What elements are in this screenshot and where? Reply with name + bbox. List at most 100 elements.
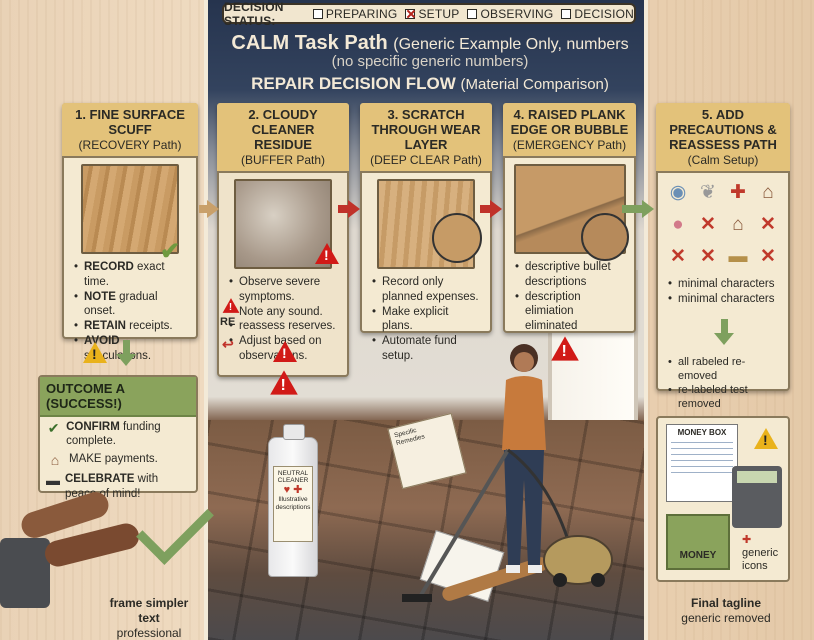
generic-icons-label: ✚ generic icons xyxy=(742,534,779,573)
status-option-preparing[interactable]: PREPARING xyxy=(312,6,398,21)
status-label: DECISION STATUS: xyxy=(224,0,284,28)
warning-icon xyxy=(551,336,579,361)
x-icon: ✕ xyxy=(760,214,776,236)
warning-icon xyxy=(270,370,298,395)
footer-line: professional educational xyxy=(116,626,182,640)
outcome-card: OUTCOME A (SUCCESS!) ✔ CONFIRM funding c… xyxy=(38,375,198,500)
status-option-decision[interactable]: DECISION xyxy=(561,7,634,21)
status-option-label: OBSERVING xyxy=(480,6,554,21)
return-arrow-icon: ↩ xyxy=(222,336,234,352)
x-icon: ✕ xyxy=(700,246,716,268)
x-icon: ✕ xyxy=(670,246,686,268)
money-box-icon: MONEY xyxy=(666,514,730,570)
sleeve xyxy=(0,538,50,608)
step-path: (Calm Setup) xyxy=(687,152,759,167)
calculator-icon xyxy=(732,466,782,528)
checkbox-icon xyxy=(561,8,572,19)
bullet-item: Automate fund setup. xyxy=(372,334,482,363)
piggy-bank-icon: ● xyxy=(672,214,684,236)
status-option-observing[interactable]: OBSERVING xyxy=(467,7,553,21)
magnifier-icon xyxy=(432,213,482,263)
warning-icon xyxy=(222,298,240,313)
step-bullets: minimal characters minimal characters xyxy=(658,269,788,306)
flow-arrow-icon xyxy=(199,200,219,218)
money-box-label: MONEY xyxy=(679,550,717,561)
page-title-block: CALM Task Path (Generic Example Only, nu… xyxy=(218,32,642,93)
sheet-title: MONEY BOX xyxy=(677,428,727,437)
house-icon: ⌂ xyxy=(732,214,744,236)
step-title: 5. ADD PRECAUTIONS & REASSESS PATH xyxy=(669,107,777,152)
down-arrow-icon xyxy=(116,340,136,366)
step-bullets: Record only planned expenses. Make expli… xyxy=(362,269,490,363)
outcome-row: ✔ CONFIRM funding complete. xyxy=(47,420,161,448)
step-card-4: 4. RAISED PLANK EDGE OR BUBBLE (EMERGENC… xyxy=(503,103,636,333)
heart-icon: ♥ ✚ xyxy=(283,484,303,497)
flow-arrow-icon xyxy=(338,200,360,218)
precaution-icon-grid: ◉ ❦ ✚ ⌂ ● ✕ ⌂ ✕ ✕ ✕ ▬ ✕ xyxy=(658,173,788,269)
magnifier-icon xyxy=(581,213,629,261)
money-box-sheet: MONEY BOX xyxy=(666,424,738,502)
status-option-setup[interactable]: SETUP xyxy=(405,7,459,21)
caution-icon xyxy=(754,428,778,449)
step-card-1: 1. FINE SURFACE SCUFF (RECOVERY Path) ✔ … xyxy=(62,103,198,362)
bottle-cap xyxy=(283,424,305,440)
mask-icon: ◉ xyxy=(669,182,687,204)
bullet-item: reassess reserves. xyxy=(229,319,339,334)
bullet-item: Note any sound. xyxy=(229,305,339,320)
step-bullets-2: all rabeled re-emoved re-labeled test re… xyxy=(658,349,788,411)
warning-icon xyxy=(315,243,339,264)
step-card-5: 5. ADD PRECAUTIONS & REASSESS PATH (Calm… xyxy=(656,103,790,410)
footer-line: frame simpler text xyxy=(109,596,189,625)
car-icon: ▬ xyxy=(728,246,748,268)
outcome-title: OUTCOME A (SUCCESS!) xyxy=(40,377,196,417)
step-path: (EMERGENCY Path) xyxy=(512,137,627,152)
step-path: (BUFFER Path) xyxy=(240,152,325,167)
subtitle-note: (Material Comparison) xyxy=(460,75,609,93)
status-option-label: SETUP xyxy=(418,6,460,21)
step-title: 4. RAISED PLANK EDGE OR BUBBLE xyxy=(510,107,629,137)
footer-line: generic removed xyxy=(681,611,771,625)
page-title: CALM Task Path xyxy=(231,32,388,54)
scuff-photo xyxy=(81,164,179,255)
bullet-item: re-labeled test removed xyxy=(668,383,780,411)
bullet-item: Observe severe symptoms. xyxy=(229,275,339,304)
x-icon: ✕ xyxy=(760,246,776,268)
bullet-item: Record only planned expenses. xyxy=(372,275,482,304)
bullet-item: minimal characters xyxy=(668,292,780,307)
bullet-item: descriptive bullet descriptions xyxy=(515,260,626,289)
status-option-label: DECISION xyxy=(574,6,634,21)
medical-cross-icon: ✚ xyxy=(742,534,752,546)
status-option-label: PREPARING xyxy=(325,6,398,21)
step-title: 2. CLOUDY CLEANER RESIDUE xyxy=(248,107,318,152)
checkbox-icon xyxy=(467,8,478,19)
bottle-label-line: NEUTRAL xyxy=(277,470,309,477)
re-marker: RE xyxy=(220,316,236,328)
step-card-2: 2. CLOUDY CLEANER RESIDUE (BUFFER Path) … xyxy=(217,103,349,377)
step-card-3: 3. SCRATCH THROUGH WEAR LAYER (DEEP CLEA… xyxy=(360,103,492,362)
step-path: (DEEP CLEAR Path) xyxy=(370,152,482,167)
check-icon: ✔ xyxy=(160,238,181,265)
checkbox-icon xyxy=(312,8,323,19)
woman-vacuuming xyxy=(502,344,546,573)
footer-right: Final tagline generic removed xyxy=(676,596,776,626)
house-icon: ⌂ xyxy=(50,451,60,468)
footer-left: frame simpler text professional educatio… xyxy=(98,596,200,640)
bottle-label-line: CLEANER xyxy=(277,477,309,485)
bullet-item: description elimiation eliminated xyxy=(515,290,626,334)
warning-icon xyxy=(273,341,297,362)
x-icon: ✕ xyxy=(700,214,716,236)
bottle-label: NEUTRAL CLEANER ♥ ✚ Illustrative descrip… xyxy=(273,466,313,542)
step-title: 3. SCRATCH THROUGH WEAR LAYER xyxy=(371,107,481,152)
check-icon: ✔ xyxy=(47,420,60,436)
tooth-icon: ❦ xyxy=(700,182,716,204)
bullet-item: NOTE gradual onset. xyxy=(74,290,188,319)
outcome-row: ▬ CELEBRATE with peace of mind! xyxy=(46,472,159,500)
cleaner-bottle: NEUTRAL CLEANER ♥ ✚ Illustrative descrip… xyxy=(268,424,318,577)
outcome-row: ⌂ MAKE payments. xyxy=(40,449,196,470)
page-subtitle: REPAIR DECISION FLOW xyxy=(251,73,456,93)
title-note-2: (no specific generic numbers) xyxy=(331,53,529,70)
step-title: 1. FINE SURFACE SCUFF xyxy=(75,107,185,137)
flow-arrow-icon xyxy=(622,200,654,218)
footer-line: Final tagline xyxy=(690,596,761,610)
vacuum-cleaner xyxy=(402,448,613,602)
